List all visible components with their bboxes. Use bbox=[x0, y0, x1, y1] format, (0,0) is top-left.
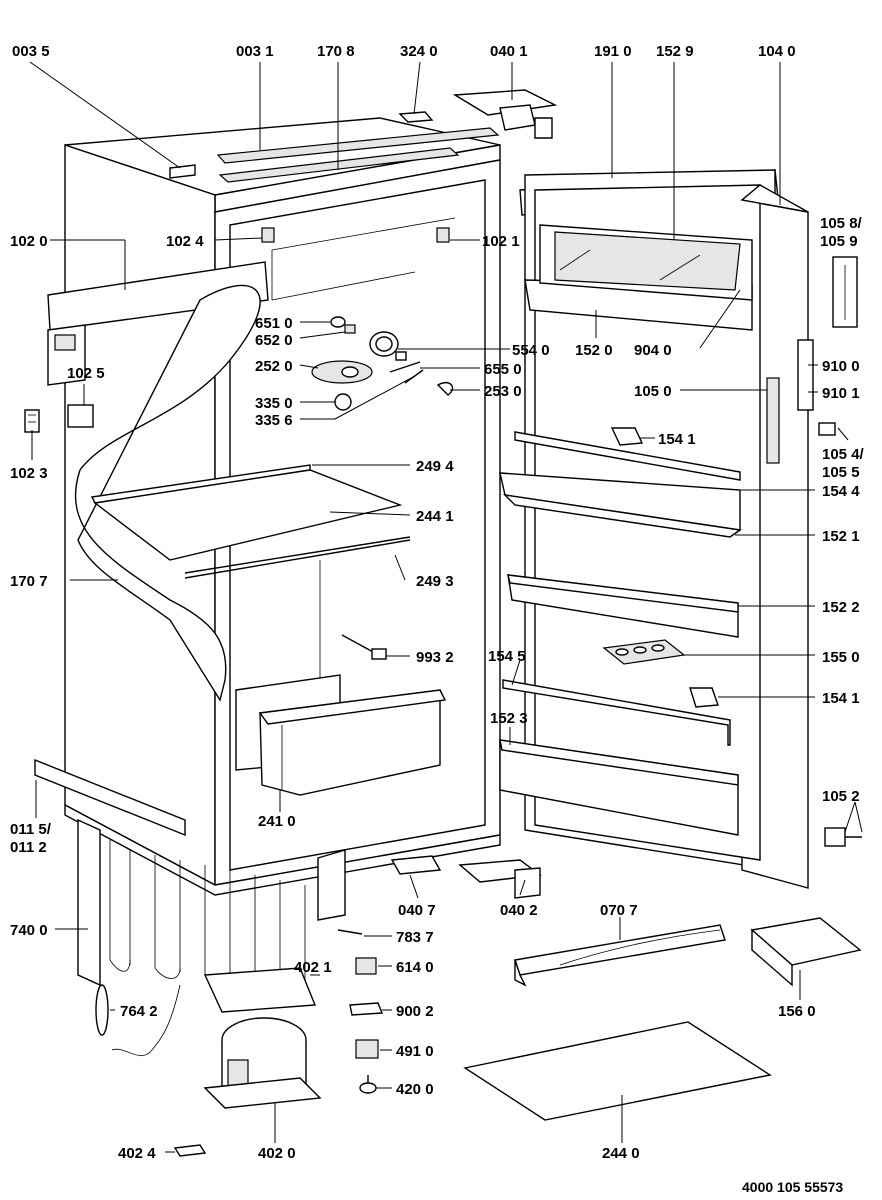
label-554-0: 554 0 bbox=[512, 342, 550, 359]
label-249-4: 249 4 bbox=[416, 458, 454, 475]
door bbox=[499, 169, 809, 889]
thermostat-assembly bbox=[311, 316, 454, 411]
label-152-1: 152 1 bbox=[822, 528, 860, 545]
label-105-9: 105 9 bbox=[820, 233, 858, 250]
crisper-drawer bbox=[235, 674, 447, 796]
label-102-4: 102 4 bbox=[166, 233, 204, 250]
label-900-2: 900 2 bbox=[396, 1003, 434, 1020]
label-070-7: 070 7 bbox=[600, 902, 638, 919]
label-105-8: 105 8/ bbox=[820, 215, 863, 232]
label-402-1: 402 1 bbox=[294, 959, 332, 976]
compressor bbox=[95, 967, 322, 1109]
label-040-2: 040 2 bbox=[500, 902, 538, 919]
label-011-2: 011 2 bbox=[10, 839, 47, 856]
label-102-0: 102 0 bbox=[10, 233, 48, 250]
label-993-2: 993 2 bbox=[416, 649, 454, 666]
label-102-5: 102 5 bbox=[67, 365, 105, 382]
label-155-0: 155 0 bbox=[822, 649, 860, 666]
label-105-0: 105 0 bbox=[634, 383, 672, 400]
label-783-7: 783 7 bbox=[396, 929, 434, 946]
label-154-4: 154 4 bbox=[822, 483, 860, 500]
condenser bbox=[77, 818, 346, 996]
label-105-5: 105 5 bbox=[822, 464, 860, 481]
label-102-3: 102 3 bbox=[10, 465, 48, 482]
label-491-0: 491 0 bbox=[396, 1043, 434, 1060]
part-labels: 003 5 003 1 170 8 324 0 040 1 191 0 152 … bbox=[10, 43, 865, 1195]
label-170-8: 170 8 bbox=[317, 43, 355, 60]
label-249-3: 249 3 bbox=[416, 573, 454, 590]
label-170-7: 170 7 bbox=[10, 573, 48, 590]
label-154-5: 154 5 bbox=[488, 648, 526, 665]
label-105-4: 105 4/ bbox=[822, 446, 865, 463]
document-code: 4000 105 55573 bbox=[742, 1179, 843, 1195]
label-003-5: 003 5 bbox=[12, 43, 50, 60]
label-152-2: 152 2 bbox=[822, 599, 860, 616]
label-614-0: 614 0 bbox=[396, 959, 434, 976]
label-910-1: 910 1 bbox=[822, 385, 860, 402]
label-420-0: 420 0 bbox=[396, 1081, 434, 1098]
label-652-0: 652 0 bbox=[255, 332, 293, 349]
label-655-0: 655 0 bbox=[484, 361, 522, 378]
glass-shelf bbox=[90, 464, 411, 579]
label-241-0: 241 0 bbox=[258, 813, 296, 830]
label-335-0: 335 0 bbox=[255, 395, 293, 412]
label-252-0: 252 0 bbox=[255, 358, 293, 375]
label-152-9: 152 9 bbox=[656, 43, 694, 60]
label-253-0: 253 0 bbox=[484, 383, 522, 400]
label-040-7: 040 7 bbox=[398, 902, 436, 919]
label-152-0: 152 0 bbox=[575, 342, 613, 359]
label-104-0: 104 0 bbox=[758, 43, 796, 60]
label-154-1-top: 154 1 bbox=[658, 431, 696, 448]
label-156-0: 156 0 bbox=[778, 1003, 816, 1020]
label-651-0: 651 0 bbox=[255, 315, 293, 332]
label-152-3: 152 3 bbox=[490, 710, 528, 727]
electrical-parts bbox=[173, 929, 384, 1157]
label-402-0: 402 0 bbox=[258, 1145, 296, 1162]
label-764-2: 764 2 bbox=[120, 1003, 158, 1020]
bottom-hinge bbox=[390, 855, 542, 899]
lamp-part bbox=[341, 634, 387, 660]
label-191-0: 191 0 bbox=[594, 43, 632, 60]
top-hinge bbox=[169, 89, 558, 179]
leader-lines bbox=[29, 61, 863, 1153]
label-335-6: 335 6 bbox=[255, 412, 293, 429]
label-003-1: 003 1 bbox=[236, 43, 274, 60]
label-904-0: 904 0 bbox=[634, 342, 672, 359]
label-102-1: 102 1 bbox=[482, 233, 520, 250]
label-040-1: 040 1 bbox=[490, 43, 528, 60]
label-154-1-bottom: 154 1 bbox=[822, 690, 860, 707]
label-244-1: 244 1 bbox=[416, 508, 454, 525]
label-910-0: 910 0 bbox=[822, 358, 860, 375]
label-740-0: 740 0 bbox=[10, 922, 48, 939]
accessories bbox=[463, 917, 862, 1121]
label-011-5: 011 5/ bbox=[10, 821, 52, 838]
label-402-4: 402 4 bbox=[118, 1145, 156, 1162]
hinges bbox=[797, 256, 862, 847]
label-324-0: 324 0 bbox=[400, 43, 438, 60]
label-244-0: 244 0 bbox=[602, 1145, 640, 1162]
label-105-2: 105 2 bbox=[822, 788, 860, 805]
